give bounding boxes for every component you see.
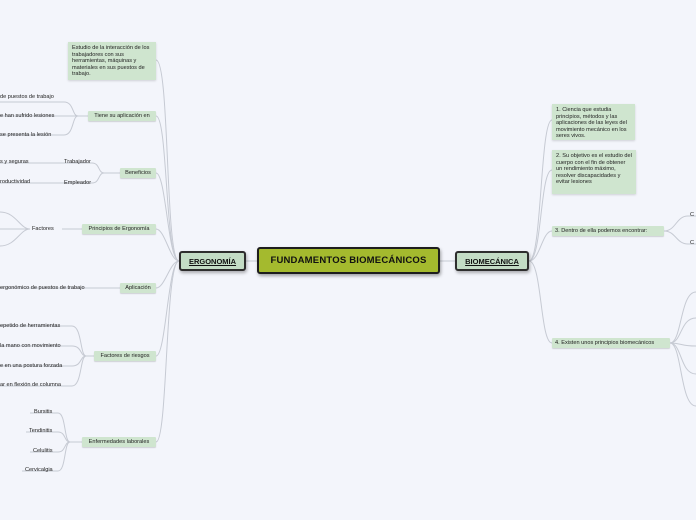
leaf-cervicalgia[interactable]: Cervicalgia xyxy=(25,467,53,473)
branch-principios-ergonomia[interactable]: Principios de Ergonomía xyxy=(82,224,156,234)
main-topic-biomecanica[interactable]: BIOMECÁNICA xyxy=(455,251,529,271)
leaf-diseno-ergonomico[interactable]: ergonómico de puestos de trabajo xyxy=(0,285,85,291)
leaf-puestos-de-trabajo[interactable]: de puestos de trabajo xyxy=(0,94,54,100)
branch-beneficios[interactable]: Beneficios xyxy=(120,168,156,178)
branch-factores-de-riesgos[interactable]: Factores de riesgos xyxy=(94,351,156,361)
leaf-bursitis[interactable]: Bursitis xyxy=(34,409,53,415)
biomecanica-item-1[interactable]: 1. Ciencia que estudia principios, métod… xyxy=(552,104,635,140)
biomecanica-item-4[interactable]: 4. Existen unos principios biomecánicos xyxy=(552,338,670,348)
leaf-item3-c2[interactable]: C xyxy=(690,240,695,246)
leaf-celulitis[interactable]: Celulitis xyxy=(33,448,53,454)
leaf-trabajador[interactable]: Trabajador xyxy=(64,159,91,165)
central-topic[interactable]: FUNDAMENTOS BIOMECÁNICOS xyxy=(257,247,440,274)
biomecanica-item-2[interactable]: 2. Su objetivo es el estudio del cuerpo … xyxy=(552,150,636,194)
leaf-factores[interactable]: Factores xyxy=(32,226,54,232)
leaf-tendinitis[interactable]: Tendinitis xyxy=(29,428,53,434)
branch-enfermedades-laborales[interactable]: Enfermedades laborales xyxy=(82,437,156,447)
leaf-mano-con-movimiento[interactable]: la mano con movimiento xyxy=(0,343,61,349)
leaf-han-sufrido-lesiones[interactable]: e han sufrido lesiones xyxy=(0,113,55,119)
branch-tiene-su-aplicacion[interactable]: Tiene su aplicación en xyxy=(88,111,156,121)
leaf-productividad[interactable]: roductividad xyxy=(0,179,31,185)
biomecanica-item-3[interactable]: 3. Dentro de ella podemos encontrar: xyxy=(552,226,664,236)
leaf-uso-repetido-herramientas[interactable]: epetido de herramientas xyxy=(0,323,61,329)
branch-aplicacion[interactable]: Aplicación xyxy=(120,283,156,293)
leaf-postura-forzada[interactable]: e en una postura forzada xyxy=(0,363,63,369)
main-topic-ergonomia[interactable]: ERGONOMÍA xyxy=(179,251,246,271)
leaf-flexion-de-columna[interactable]: ar en flexión de columna xyxy=(0,382,61,388)
leaf-se-presenta-lesion[interactable]: se presenta la lesión xyxy=(0,132,52,138)
leaf-empleador[interactable]: Empleador xyxy=(64,180,92,186)
leaf-sanas-y-seguras[interactable]: s y seguras xyxy=(0,159,29,165)
ergonomia-definition[interactable]: Estudio de la interacción de los trabaja… xyxy=(68,42,156,80)
leaf-item3-c1[interactable]: C xyxy=(690,212,695,218)
